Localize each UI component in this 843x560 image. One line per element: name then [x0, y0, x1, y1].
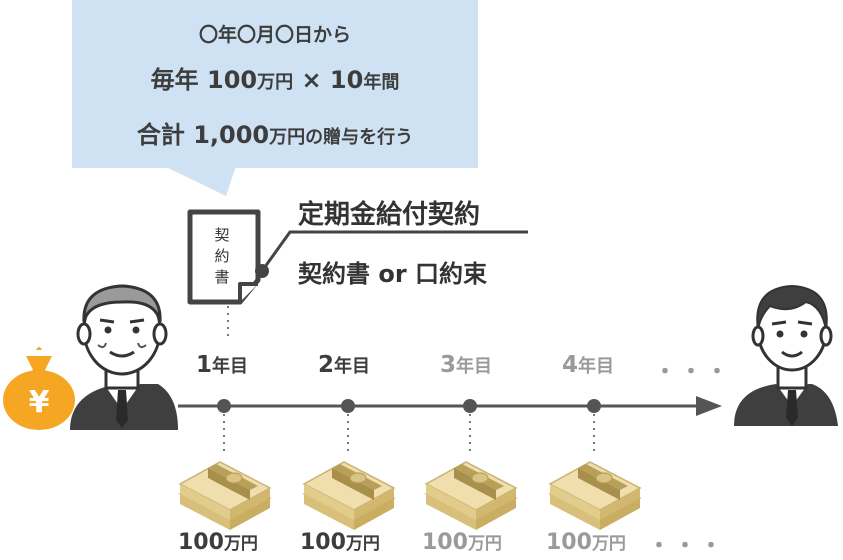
contract-type-title: 定期金給付契約	[298, 200, 481, 230]
year-2-marker	[341, 399, 355, 413]
year-3-amount: 100万円	[422, 530, 502, 555]
document-char-2: 約	[214, 247, 229, 265]
year-markers	[217, 399, 601, 456]
callout-annual-line: 毎年 100万円 × 10年間	[150, 66, 400, 94]
year-1-amount: 100万円	[178, 530, 258, 555]
year-3-marker	[463, 399, 477, 413]
year-3-label: 3年目	[440, 352, 493, 378]
contract-document-icon: 契 約 書	[187, 209, 261, 305]
money-stack-3	[425, 461, 517, 531]
year-4-amount: 100万円	[546, 530, 626, 555]
callout-total-line: 合計 1,000万円の贈与を行う	[136, 121, 414, 149]
giver-person-icon	[70, 284, 178, 430]
timeline-arrow	[178, 396, 722, 416]
callout-date-line: 〇年〇月〇日から	[198, 24, 351, 46]
year-1-label: 1年目	[196, 352, 249, 378]
contract-form-subtitle: 契約書 or 口約束	[298, 260, 488, 288]
receiver-person-icon	[734, 284, 838, 426]
year-1-marker	[217, 399, 231, 413]
document-connector	[227, 230, 528, 336]
callout-tail	[164, 166, 236, 196]
year-2-amount: 100万円	[300, 530, 380, 555]
money-stack-2	[303, 461, 395, 531]
money-stack-4	[549, 461, 641, 531]
amount-ellipsis: ・・・	[648, 534, 727, 559]
document-char-3: 書	[214, 268, 229, 286]
money-stack-1	[179, 461, 271, 531]
year-4-marker	[587, 399, 601, 413]
year-2-label: 2年目	[318, 352, 371, 378]
callout-box	[72, 0, 478, 168]
document-char-1: 契	[214, 226, 229, 244]
money-bag-icon: ¥	[3, 347, 75, 430]
yen-symbol: ¥	[29, 385, 50, 420]
year-ellipsis: ・・・	[654, 360, 733, 385]
year-4-label: 4年目	[562, 352, 615, 378]
